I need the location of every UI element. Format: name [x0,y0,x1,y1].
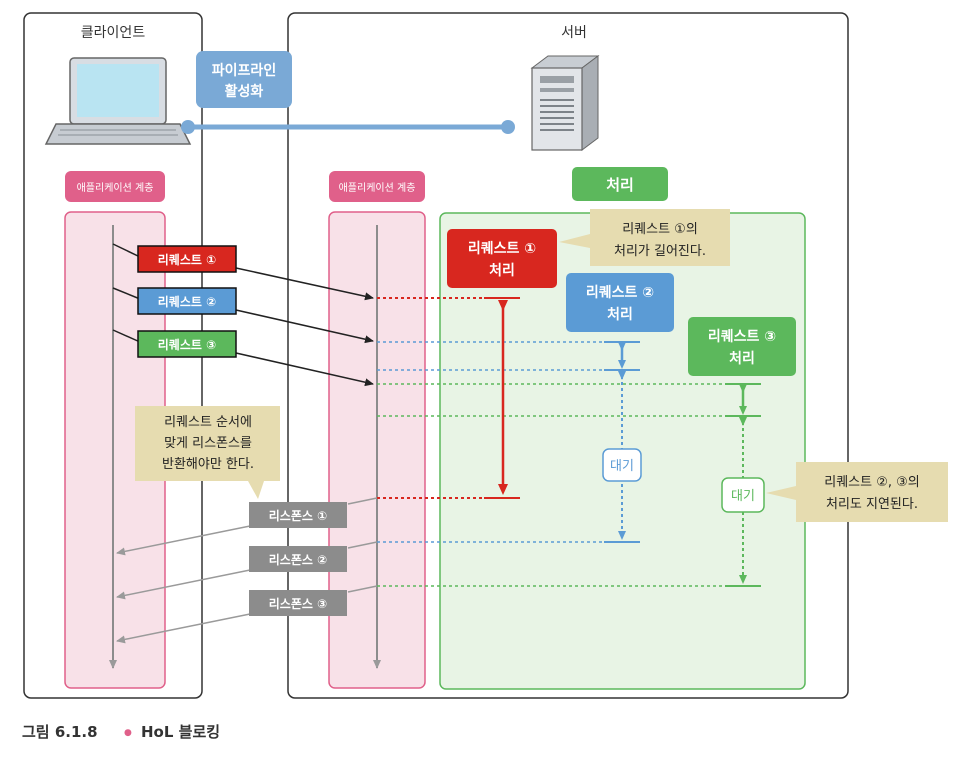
request-1-box: 리퀘스트 ① [137,245,237,273]
request-1-processing-line1: 리퀘스트 ① [468,241,536,257]
request-3-wait-label: 대기 [731,489,755,504]
note-long-processing: 리퀘스트 ①의 처리가 길어진다. [559,209,730,266]
caption-title: HoL 블로킹 [141,723,220,741]
laptop-icon [44,57,192,145]
request-3-label: 리퀘스트 ③ [158,337,217,352]
response-3-arrow [116,613,251,644]
response-1-label: 리스폰스 ① [269,508,328,523]
server-icon [530,55,600,151]
request-2-processing: 리퀘스트 ② 처리 [566,273,674,332]
note-delay-line1: 리퀘스트 ②, ③의 [824,475,920,490]
response-2-arrow [116,569,251,600]
pipeline-label-box [196,51,292,108]
request-3-processing-line1: 리퀘스트 ③ [708,329,776,345]
request-1-processing-line2: 처리 [489,263,515,279]
processing-label-box [572,167,668,201]
caption-prefix: 그림 6.1.8 [22,723,98,741]
request-2-box: 리퀘스트 ② [137,287,237,315]
request-1-label: 리퀘스트 ① [158,252,217,267]
server-layer-label: 애플리케이션 계층 [339,182,416,194]
request-2-label: 리퀘스트 ② [158,294,217,309]
client-layer-label-box [65,171,165,202]
request-2-processing-line1: 리퀘스트 ② [586,285,654,301]
request-1-processing: 리퀘스트 ① 처리 [447,229,557,288]
response-1-box: 리스폰스 ① [249,502,347,528]
note-order-line2: 맞게 리스폰스를 [164,436,252,451]
request-3-processing-line2: 처리 [729,351,755,367]
client-layer-label: 애플리케이션 계층 [77,182,154,194]
note-long-line1: 리퀘스트 ①의 [622,222,698,237]
note-order-line1: 리퀘스트 순서에 [164,415,252,430]
note-long-line2: 처리가 길어진다. [614,244,706,259]
request-3-processing: 리퀘스트 ③ 처리 [688,317,796,376]
response-2-box: 리스폰스 ② [249,546,347,572]
request-2-arrow [235,309,374,344]
response-1-arrow [116,525,251,556]
pipeline-label-line1: 파이프라인 [212,62,276,79]
server-layer-label-box [329,171,425,202]
note-delay-line2: 처리도 지연된다. [826,497,918,512]
request-2-wait-label: 대기 [610,459,634,474]
note-delay: 리퀘스트 ②, ③의 처리도 지연된다. [766,462,948,522]
request-2-processing-line2: 처리 [607,307,633,323]
server-title: 서버 [561,25,587,41]
note-order-line3: 반환해야만 한다. [162,457,254,472]
caption-bullet: ● [124,728,132,738]
server-frame [287,12,849,699]
note-response-order: 리퀘스트 순서에 맞게 리스폰스를 반환해야만 한다. [135,406,280,499]
processing-label: 처리 [606,176,634,194]
response-3-label: 리스폰스 ③ [269,596,328,611]
figure-caption: 그림 6.1.8 ● HoL 블로킹 [22,723,220,741]
pipeline-label-line2: 활성화 [225,83,264,100]
client-title: 클라이언트 [81,25,146,41]
request-3-arrow [235,352,374,387]
response-3-box: 리스폰스 ③ [249,590,347,616]
request-1-arrow [235,267,374,301]
response-2-label: 리스폰스 ② [269,552,328,567]
request-3-wait-box [721,477,765,513]
request-3-box: 리퀘스트 ③ [137,330,237,358]
request-2-wait-box [602,448,642,482]
